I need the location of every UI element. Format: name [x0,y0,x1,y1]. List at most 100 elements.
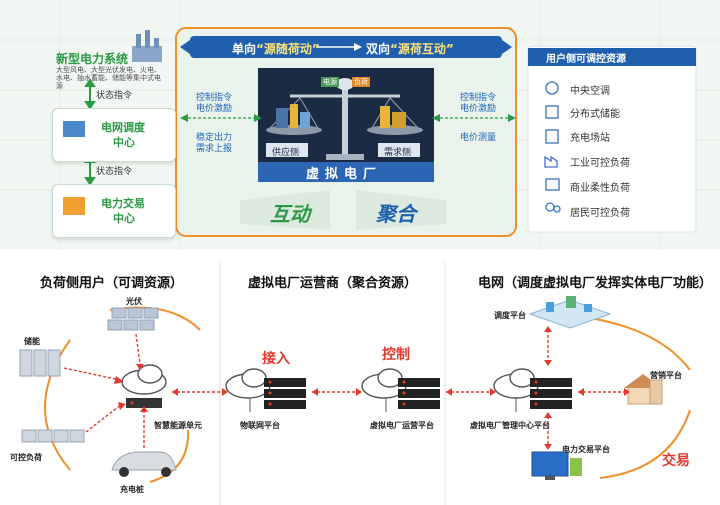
banner-text-1: 单向“源随荷动” [232,40,320,57]
balance-scale-icon [266,78,423,160]
cloud-iot-icon [225,368,271,412]
label-iot-platform: 物联网平台 [240,421,280,430]
vpp-label: 虚拟电厂 [306,167,383,182]
left-ctrl-1: 控制指令 [196,93,233,103]
frame-left-arrowhead-l [180,114,188,122]
right-top-arc [589,317,691,371]
bottom-arrowheads [114,326,630,450]
supply-tag-bg [266,143,308,157]
label-trade-platform: 电力交易平台 [562,445,610,454]
pv-panels-icon [107,307,159,331]
banner-one-way: 单向 [232,42,257,56]
label-charger: 充电桩 [120,485,144,494]
label-dispatch-platform: 调度平台 [494,311,526,320]
resource-label: 工业可控负荷 [570,158,630,169]
market-platform-icon [624,374,663,405]
supply-side-label: 供应侧 [272,148,300,158]
dispatch-platform-icon [528,296,612,329]
storage-icon [545,105,559,119]
frame-right-arrowhead-r [508,114,516,122]
interact-arrow-shape [240,190,330,230]
vpp-op-server-icon [398,378,440,409]
factory-icon [544,155,558,168]
right-ctrl-2: 电价激励 [460,104,497,114]
resource-label: 中央空调 [570,86,610,97]
grid-dispatch-box: 电网调度 中心 [52,108,176,162]
section-load-users: 负荷侧用户（可调资源） [40,276,184,291]
label-trade: 交易 [662,453,690,469]
resource-charging-station: 充电场站 [536,125,686,147]
cloud-smart-unit-icon [121,364,167,408]
label-market-platform: 营销平台 [650,371,682,380]
label-access: 接入 [262,351,290,367]
banner-text-2: 双向“源荷互动” [366,40,454,57]
iot-server-icon [264,378,306,409]
storage-icon-bottom [19,349,61,377]
power-plant-icon [132,30,162,62]
banner-left-arrowhead [180,40,190,54]
scale-right-tag: 负荷 [352,77,370,87]
resource-industrial-load: 工业可控负荷 [536,150,686,172]
building-icon [545,178,560,191]
right-measure: 电价测量 [460,133,497,143]
aggregate-label: 聚合 [376,202,416,226]
left-ctrl-2: 电价激励 [196,104,233,114]
resource-central-ac: 中央空调 [536,78,686,100]
status-cmd-1: 状态指令 [96,91,133,101]
left-bottom-arc [149,429,190,483]
resource-label: 居民可控负荷 [570,208,630,219]
ev-car-icon [111,451,177,477]
charging-icon [545,129,559,144]
label-smart-energy-unit: 智慧能源单元 [154,421,202,430]
label-vpp-op-platform: 虚拟电厂运营平台 [370,421,434,430]
interact-label: 互动 [270,202,310,226]
resource-label: 分布式储能 [570,109,620,120]
frame-left-arrowhead-r [254,114,262,122]
grid-dispatch-line1: 电网调度 [101,121,145,134]
status-cmd-2: 状态指令 [96,167,133,177]
banner-two-way: 双向 [366,42,391,56]
vpp-mgmt-server-icon [530,378,572,409]
label-pv: 光伏 [126,297,142,306]
resource-title-bar [528,48,696,66]
label-vpp-mgmt-platform: 虚拟电厂管理中心平台 [470,421,550,430]
section-vpp-operator: 虚拟电厂运营商（聚合资源） [248,276,418,291]
resource-label: 商业柔性负荷 [570,183,630,194]
label-storage: 储能 [24,337,40,346]
right-bottom-arc [599,409,691,479]
resource-label: 充电场站 [570,133,610,144]
trade-center-box: 电力交易 中心 [52,184,176,238]
resource-distributed-storage: 分布式储能 [536,101,686,123]
frame-right-arrowhead-l [432,114,440,122]
new-power-system-title: 新型电力系统 [56,52,129,66]
demand-tag-bg [378,143,420,157]
grid-dispatch-line2: 中心 [113,136,135,149]
aggregate-arrow-shape [356,190,446,230]
label-controllable-load: 可控负荷 [10,453,42,462]
resource-resident-load: 居民可控负荷 [536,200,686,222]
new-power-system-subtitle: 大型风电、大型光伏发电、火电、水电、抽水蓄能、储能等集中式电源 [56,66,161,90]
trade-platform-icon [531,451,582,480]
banner-arrow-head [354,43,362,51]
resources-title: 用户侧可调控资源 [546,54,626,65]
right-ctrl-1: 控制指令 [460,93,497,103]
banner-source-follow-load: “源随荷动” [256,42,320,56]
trade-center-line2: 中心 [113,212,135,225]
demand-side-label: 需求侧 [384,148,412,158]
resource-panel [527,45,697,233]
banner-right-arrowhead [502,40,512,54]
controllable-load-icon [21,429,85,443]
ac-icon [545,81,559,95]
label-control: 控制 [382,347,410,363]
left-stable-1: 稳定出力 [196,133,233,143]
trade-center-icon [63,197,85,215]
bottom-dashed-arrows [63,330,624,448]
resource-commercial-load: 商业柔性负荷 [536,175,686,197]
scale-left-tag: 电源 [321,77,339,87]
cloud-vpp-mgmt-icon [493,368,539,412]
left-stable-2: 需求上报 [196,144,233,154]
left-status-arrows [84,78,96,186]
dispatch-center-icon [63,121,85,137]
section-grid: 电网（调度虚拟电厂发挥实体电厂功能） [478,276,713,291]
